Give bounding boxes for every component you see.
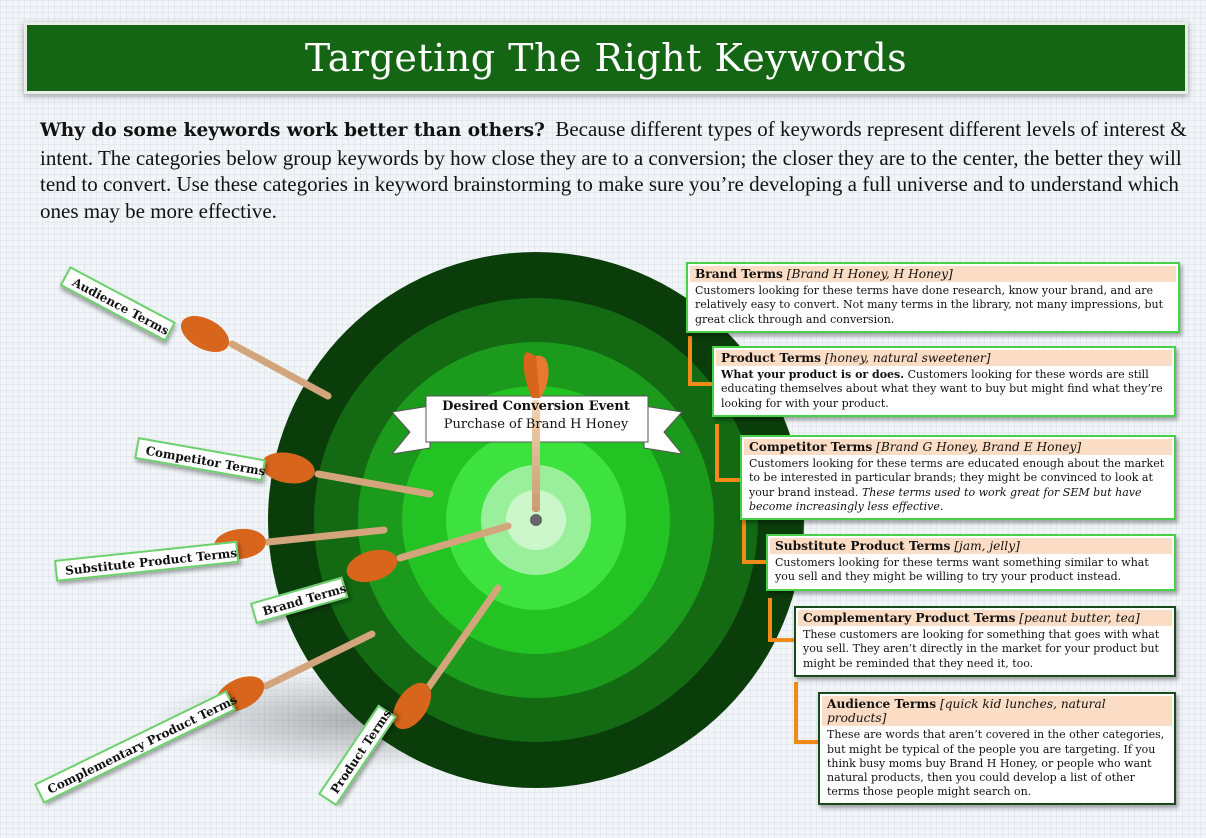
dart-audience — [180, 315, 332, 400]
ribbon-title: Desired Conversion Event — [442, 399, 630, 414]
category-name: Brand Terms — [695, 267, 783, 281]
category-description: Customers looking for these terms are ed… — [749, 457, 1165, 499]
category-complementary-product-terms: Complementary Product Terms [peanut butt… — [794, 606, 1176, 677]
dart-competitor — [261, 452, 434, 498]
category-competitor-terms: Competitor Terms [Brand G Honey, Brand E… — [740, 435, 1176, 521]
category-product-terms: Product Terms [honey, natural sweetener]… — [712, 346, 1176, 417]
category-description: These are words that aren’t covered in t… — [827, 728, 1165, 799]
category-substitute-product-terms: Substitute Product Terms [jam, jelly] Cu… — [766, 534, 1176, 591]
category-examples: [peanut butter, tea] — [1019, 611, 1140, 625]
category-examples: [jam, jelly] — [954, 539, 1020, 553]
category-examples: [quick kid lunches, natural products] — [827, 697, 1106, 726]
intro-paragraph: Why do some keywords work better than ot… — [40, 116, 1190, 224]
category-examples: [honey, natural sweetener] — [824, 351, 991, 365]
category-examples: [Brand H Honey, H Honey] — [786, 267, 953, 281]
center-dart — [523, 352, 549, 512]
category-description: Customers looking for these terms want s… — [775, 556, 1149, 584]
title-banner: Targeting The Right Keywords — [24, 22, 1188, 94]
category-description: Customers looking for these words are st… — [721, 368, 1163, 410]
category-brand-terms: Brand Terms [Brand H Honey, H Honey] Cus… — [686, 262, 1180, 333]
category-audience-terms: Audience Terms [quick kid lunches, natur… — [818, 692, 1176, 806]
category-description: These customers are looking for somethin… — [803, 628, 1160, 670]
dart-brand — [346, 522, 512, 583]
category-note: These terms used to work great for SEM b… — [749, 485, 1142, 513]
category-name: Complementary Product Terms — [803, 611, 1016, 625]
bullseye-dot — [530, 514, 542, 526]
category-examples: [Brand G Honey, Brand E Honey] — [876, 440, 1082, 454]
category-lead: What your product is or does. — [721, 368, 905, 382]
connectors — [688, 336, 820, 744]
ribbon-text: Desired Conversion Event Purchase of Bra… — [413, 398, 659, 434]
intro-body: Because different types of keywords repr… — [40, 117, 1187, 223]
page-title: Targeting The Right Keywords — [304, 36, 908, 80]
category-name: Audience Terms — [827, 697, 937, 711]
dart-product — [392, 584, 502, 730]
category-name: Substitute Product Terms — [775, 539, 951, 553]
category-name: Product Terms — [721, 351, 821, 365]
ribbon-subtitle: Purchase of Brand H Honey — [443, 417, 629, 432]
category-description: Customers looking for these terms have d… — [695, 284, 1164, 326]
intro-lead: Why do some keywords work better than ot… — [40, 120, 545, 141]
category-name: Competitor Terms — [749, 440, 873, 454]
